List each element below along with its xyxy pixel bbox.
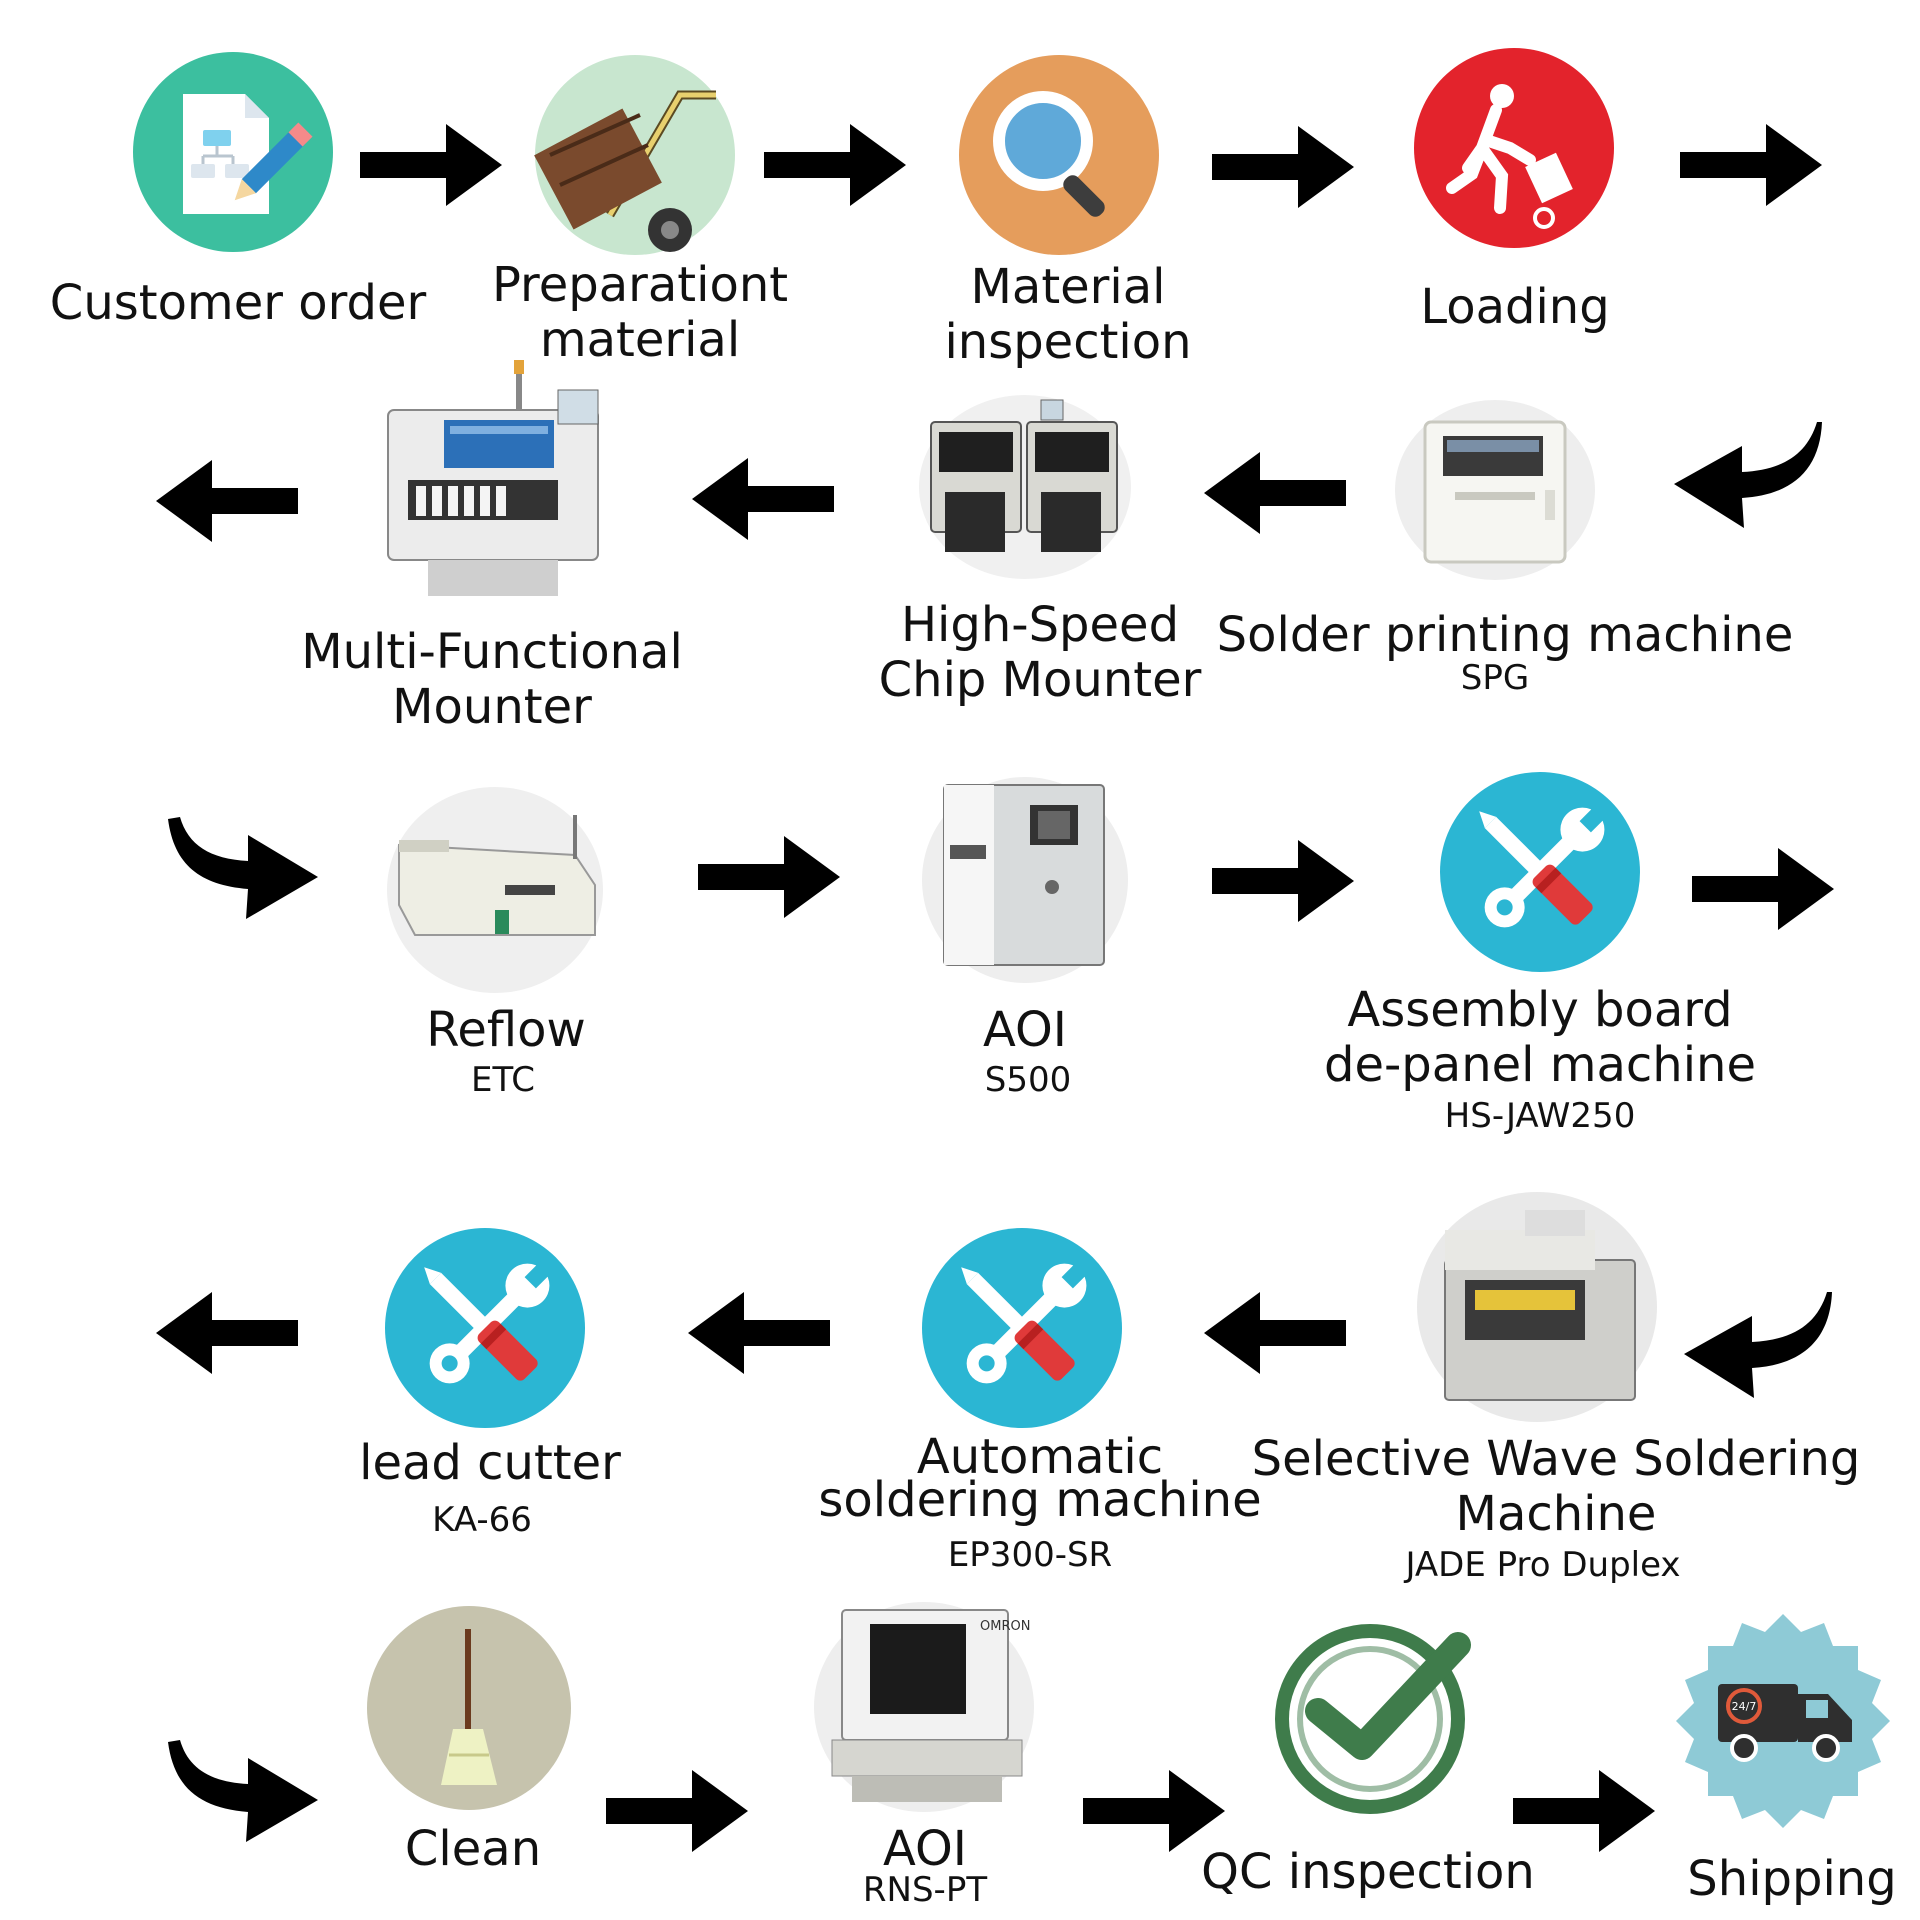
step-label-selective-wave: Selective Wave Soldering Machine bbox=[1252, 1432, 1861, 1542]
step-label-high-speed: High-Speed Chip Mounter bbox=[879, 598, 1202, 708]
step-name: Shipping bbox=[1687, 1851, 1897, 1907]
step-model: ETC bbox=[471, 1060, 535, 1100]
selective-wave-soldering-image bbox=[1415, 1190, 1660, 1425]
magnifier-icon bbox=[955, 55, 1163, 255]
step-name-line-2: de-panel machine bbox=[1323, 1037, 1757, 1093]
step-name-line-2: Chip Mounter bbox=[878, 652, 1202, 708]
customer-order-icon bbox=[133, 52, 333, 252]
step-name: lead cutter bbox=[359, 1435, 621, 1491]
step-name: Clean bbox=[404, 1821, 542, 1877]
arrow-right-4 bbox=[1672, 122, 1828, 208]
step-name-line-2: inspection bbox=[944, 314, 1192, 370]
step-model: EP300-SR bbox=[947, 1535, 1113, 1575]
step-label-material-inspection: Material inspection bbox=[944, 260, 1191, 370]
reflow-oven-image bbox=[385, 785, 605, 995]
step-model: RNS-PT bbox=[862, 1870, 988, 1910]
aoi-rns-pt-image: OMRON bbox=[812, 1600, 1037, 1815]
step-name: Customer order bbox=[49, 275, 427, 331]
step-name-line-2: material bbox=[539, 312, 741, 368]
arrow-curved-down-right-2 bbox=[160, 1738, 320, 1848]
step-name-line-1: Multi-Functional bbox=[301, 624, 683, 680]
arrow-right-9 bbox=[1075, 1768, 1231, 1854]
badge-24-7-text: 24/7 bbox=[1732, 1700, 1757, 1713]
step-name-line-1: Selective Wave Soldering bbox=[1251, 1431, 1861, 1487]
step-label-automatic-soldering: Automatic soldering machine bbox=[818, 1430, 1261, 1528]
arrow-right-1 bbox=[352, 122, 508, 208]
arrow-right-7 bbox=[1684, 846, 1840, 932]
step-name: AOI bbox=[983, 1002, 1067, 1058]
arrow-left-4 bbox=[1198, 1290, 1354, 1376]
step-name-line-1: Automatic bbox=[916, 1429, 1164, 1485]
arrow-right-2 bbox=[756, 122, 912, 208]
arrow-right-5 bbox=[690, 834, 846, 920]
arrow-right-3 bbox=[1204, 124, 1360, 210]
step-model: HS-JAW250 bbox=[1444, 1096, 1636, 1136]
wrench-screwdriver-icon bbox=[1440, 772, 1640, 972]
step-label-multi-functional: Multi-Functional Mounter bbox=[301, 625, 683, 735]
arrow-left-6 bbox=[150, 1290, 306, 1376]
step-name: Reflow bbox=[426, 1002, 586, 1058]
step-label-lead-cutter: lead cutter bbox=[359, 1436, 621, 1491]
step-name: AOI bbox=[883, 1821, 967, 1877]
hand-truck-icon bbox=[530, 55, 740, 255]
multi-functional-mounter-image bbox=[368, 360, 618, 610]
person-pushing-cart-icon bbox=[1412, 48, 1616, 248]
step-model-solder-printing: SPG bbox=[1461, 658, 1529, 698]
step-label-assembly-board: Assembly board de-panel machine bbox=[1324, 983, 1756, 1093]
step-model: S500 bbox=[984, 1060, 1072, 1100]
solder-printing-machine-image bbox=[1395, 400, 1595, 580]
step-model-lead-cutter: KA-66 bbox=[432, 1500, 532, 1540]
arrow-left-5 bbox=[682, 1290, 838, 1376]
step-name: QC inspection bbox=[1201, 1844, 1535, 1900]
arrow-curved-down-left-2 bbox=[1682, 1290, 1842, 1405]
arrow-curved-down-left-1 bbox=[1672, 420, 1832, 535]
wrench-screwdriver-icon bbox=[385, 1228, 585, 1428]
step-label-loading: Loading bbox=[1420, 280, 1609, 335]
step-name-line-2: Machine bbox=[1455, 1486, 1657, 1542]
step-name-line-1: Preparationt bbox=[491, 257, 789, 313]
step-label-clean: Clean bbox=[405, 1822, 541, 1877]
step-name-line-1: Assembly board bbox=[1347, 982, 1733, 1038]
step-label-qc: QC inspection bbox=[1201, 1845, 1535, 1900]
step-label-customer-order: Customer order bbox=[50, 276, 426, 331]
omron-brand-text: OMRON bbox=[980, 1619, 1030, 1634]
step-name-line-1: Material bbox=[970, 259, 1166, 315]
high-speed-chip-mounter-image bbox=[915, 392, 1135, 582]
step-label-shipping: Shipping bbox=[1687, 1852, 1896, 1907]
step-label-reflow: Reflow bbox=[426, 1003, 586, 1058]
wrench-screwdriver-icon bbox=[922, 1228, 1122, 1428]
arrow-right-8 bbox=[598, 1768, 754, 1854]
step-label-aoi-rns: AOI bbox=[883, 1822, 967, 1877]
step-model-reflow: ETC bbox=[471, 1060, 535, 1100]
step-model-assembly-board: HS-JAW250 bbox=[1445, 1096, 1636, 1136]
step-name-line-2: Mounter bbox=[392, 679, 592, 735]
step-label-preparation: Preparationt material bbox=[492, 258, 788, 368]
arrow-left-2 bbox=[686, 456, 842, 542]
step-name-line-1: High-Speed bbox=[900, 597, 1180, 653]
step-label-aoi-s500: AOI bbox=[983, 1003, 1067, 1058]
step-name-line-2: soldering machine bbox=[818, 1472, 1262, 1528]
step-model-aoi-s500: S500 bbox=[985, 1060, 1071, 1100]
step-model: SPG bbox=[1460, 658, 1530, 698]
arrow-left-1 bbox=[1198, 450, 1354, 536]
arrow-left-3 bbox=[150, 458, 306, 544]
aoi-s500-image bbox=[920, 775, 1130, 985]
step-label-solder-printing: Solder printing machine bbox=[1217, 608, 1794, 663]
delivery-truck-icon: 24/7 bbox=[1658, 1598, 1908, 1844]
arrow-right-6 bbox=[1204, 838, 1360, 924]
step-model: KA-66 bbox=[432, 1500, 532, 1540]
step-name: Loading bbox=[1420, 279, 1610, 335]
step-model: JADE Pro Duplex bbox=[1405, 1545, 1681, 1585]
checkmark-icon bbox=[1270, 1615, 1480, 1815]
step-model-selective-wave: JADE Pro Duplex bbox=[1405, 1545, 1680, 1585]
arrow-curved-down-right-1 bbox=[160, 815, 320, 925]
arrow-right-10 bbox=[1505, 1768, 1661, 1854]
step-model-automatic-soldering: EP300-SR bbox=[948, 1535, 1112, 1575]
broom-icon bbox=[365, 1605, 573, 1811]
step-name: Solder printing machine bbox=[1216, 607, 1794, 663]
step-model-aoi-rns: RNS-PT bbox=[863, 1870, 987, 1910]
